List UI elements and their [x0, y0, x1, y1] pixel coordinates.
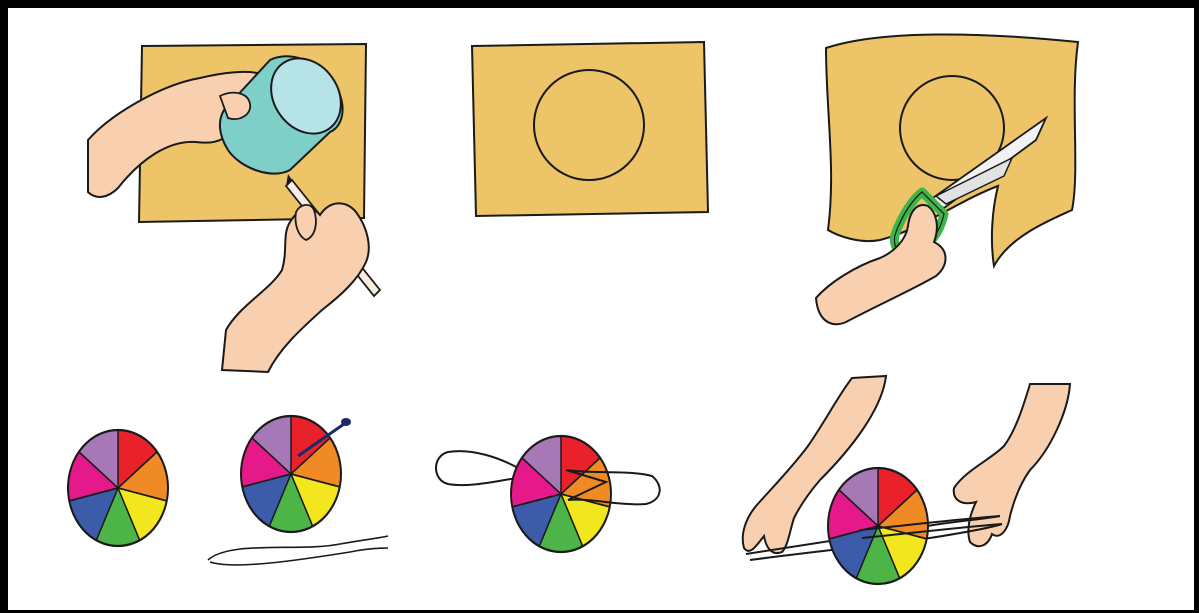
right-hand: [954, 384, 1070, 546]
card-sheet: [472, 42, 708, 216]
trace-cup-on-card-illustration: [88, 44, 380, 372]
scissors-cutting-circle-illustration: [816, 34, 1078, 324]
string-loop-left: [436, 451, 518, 485]
card-sheet: [826, 34, 1078, 266]
string-through-wheel-illustration: [436, 436, 660, 552]
pin-through-wheel-illustration: [208, 416, 388, 565]
color-wheel-illustration: [68, 430, 168, 546]
hands-spinning-wheel-illustration: [743, 376, 1070, 584]
card-with-circle-illustration: [472, 42, 708, 216]
loose-string: [208, 536, 388, 565]
right-hand: [222, 203, 369, 372]
